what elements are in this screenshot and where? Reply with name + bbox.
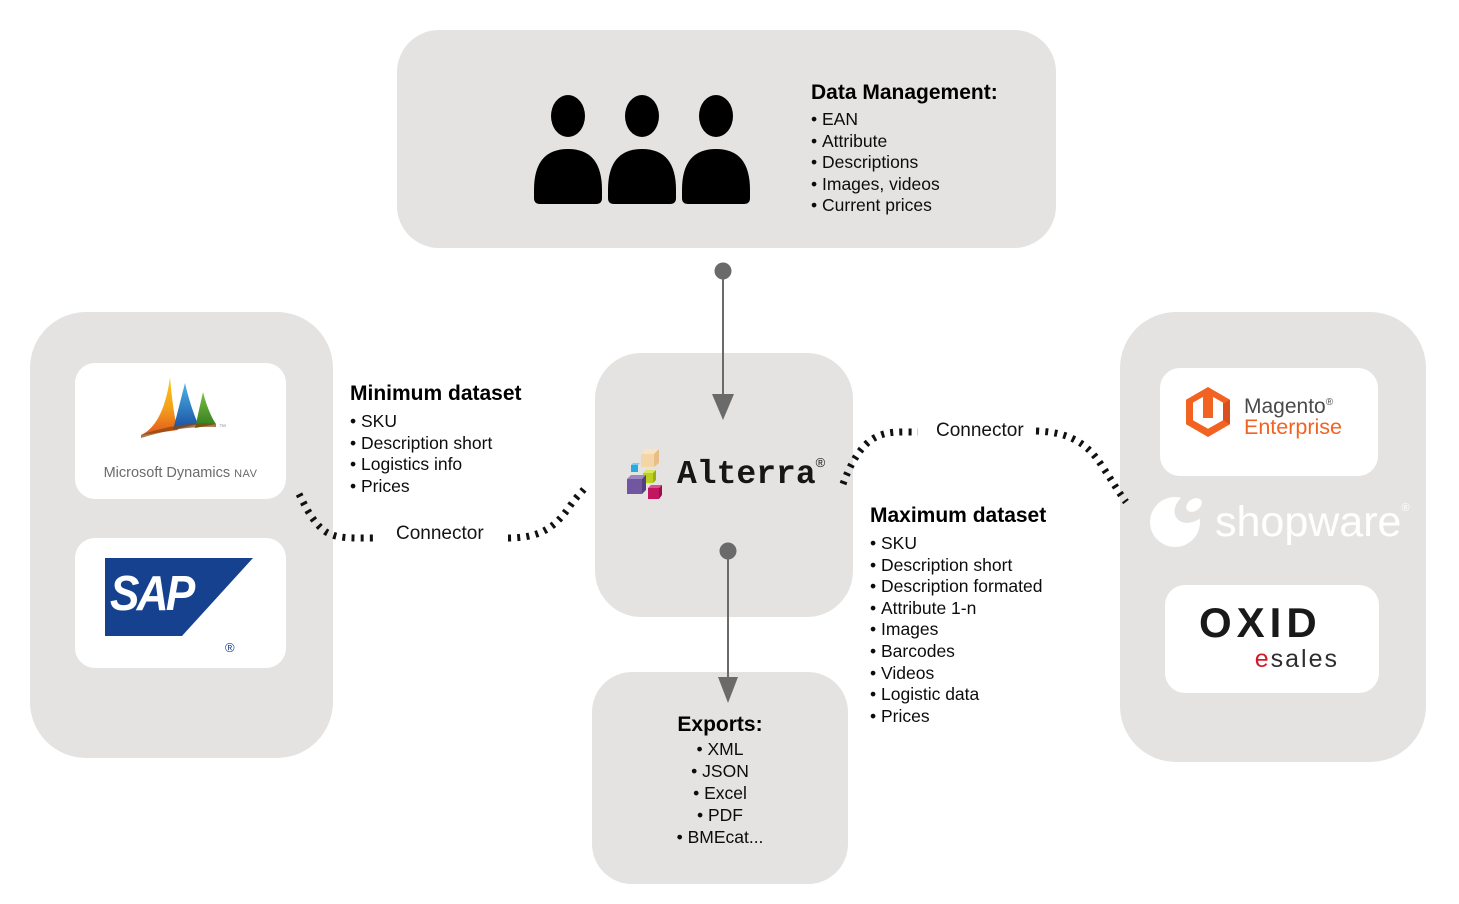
- shopware-wordmark: shopware: [1215, 497, 1402, 546]
- user-head-icon: [625, 95, 659, 137]
- sap-wordmark: SAP: [110, 567, 195, 621]
- magento-wordmark: Magento: [1244, 395, 1326, 418]
- data-management-box: Data Management: EAN Attribute Descripti…: [397, 30, 1056, 248]
- oxid-e-letter: e: [1254, 645, 1271, 673]
- alterra-cubes-icon: [627, 449, 662, 499]
- maximum-dataset-item: Description short: [870, 555, 1110, 577]
- erp-systems-box: ™ Microsoft Dynamics NAV SAP ®: [30, 312, 333, 758]
- magento-registered-mark: ®: [1325, 397, 1334, 408]
- dynamics-swoosh: [141, 423, 216, 438]
- minimum-dataset-item: Description short: [350, 433, 580, 455]
- data-management-item: EAN: [811, 109, 1041, 131]
- sap-registered-mark: ®: [225, 640, 235, 655]
- shop-systems-box: Magento® Enterprise shopware ® OXID esal…: [1120, 312, 1426, 762]
- maximum-dataset: Maximum dataset SKU Description short De…: [870, 503, 1110, 727]
- dynamics-tm-mark: ™: [219, 424, 226, 431]
- data-management-item: Descriptions: [811, 152, 1041, 174]
- maximum-dataset-item: Prices: [870, 706, 1110, 728]
- data-management-title: Data Management:: [811, 81, 998, 104]
- maximum-dataset-item: Images: [870, 619, 1110, 641]
- exports-item: XML: [592, 738, 848, 760]
- data-management-item: Images, videos: [811, 174, 1041, 196]
- data-management-item: Current prices: [811, 195, 1041, 217]
- exports-item: BMEcat...: [592, 826, 848, 848]
- dynamics-logo-icon: ™: [141, 377, 226, 438]
- oxid-esales-label: esales: [1255, 645, 1339, 674]
- exports-title: Exports:: [677, 713, 763, 736]
- dynamics-sail-orange: [141, 377, 178, 435]
- alterra-box: Alterra ®: [595, 353, 853, 617]
- dynamics-sail-green: [195, 392, 216, 428]
- minimum-dataset-item: Logistics info: [350, 454, 580, 476]
- oxid-card: OXID esales: [1165, 585, 1379, 693]
- cube-cyan: [631, 463, 640, 472]
- alterra-registered-mark: ®: [815, 454, 826, 470]
- user-body-icon: [682, 149, 750, 204]
- alterra-wordmark: Alterra: [677, 455, 816, 493]
- oxid-wordmark: OXID: [1199, 599, 1322, 646]
- dynamics-logo-text: Microsoft Dynamics NAV: [75, 465, 286, 481]
- exports-item: PDF: [592, 804, 848, 826]
- minimum-dataset-title: Minimum dataset: [350, 382, 522, 405]
- arrow-top-start-dot: [714, 262, 732, 280]
- minimum-dataset-item: SKU: [350, 411, 580, 433]
- magento-card: Magento® Enterprise: [1160, 368, 1378, 476]
- cube-purple: [627, 475, 646, 494]
- cube-green: [643, 470, 656, 483]
- maximum-dataset-item: Barcodes: [870, 641, 1110, 663]
- dynamics-wordmark: Microsoft Dynamics: [103, 465, 231, 481]
- connector-right-label: Connector: [936, 420, 1024, 441]
- minimum-dataset-item: Prices: [350, 476, 580, 498]
- data-management-text: Data Management: EAN Attribute Descripti…: [811, 80, 1041, 217]
- exports-item: JSON: [592, 760, 848, 782]
- shopware-icon: [1150, 493, 1206, 547]
- shopware-logo: shopware ®: [1148, 490, 1410, 554]
- magento-logo-text: Magento® Enterprise: [1244, 392, 1342, 438]
- user-head-icon: [551, 95, 585, 137]
- user-head-icon: [699, 95, 733, 137]
- dynamics-nav-wordmark: NAV: [234, 468, 258, 480]
- maximum-dataset-item: Videos: [870, 663, 1110, 685]
- dynamics-sail-blue: [173, 383, 198, 430]
- connector-right-curve-a: [839, 428, 919, 486]
- user-body-icon: [534, 149, 602, 204]
- sap-card: SAP ®: [75, 538, 286, 668]
- maximum-dataset-item: SKU: [870, 533, 1110, 555]
- exports-item: Excel: [592, 782, 848, 804]
- cube-tan: [641, 449, 659, 467]
- minimum-dataset: Minimum dataset SKU Description short Lo…: [350, 381, 580, 497]
- shopware-registered-mark: ®: [1401, 502, 1410, 514]
- exports-box: Exports: XML JSON Excel PDF BMEcat...: [592, 672, 848, 884]
- cube-magenta: [648, 485, 662, 499]
- users-icon: [534, 95, 750, 204]
- magento-enterprise-label: Enterprise: [1244, 415, 1342, 439]
- maximum-dataset-item: Logistic data: [870, 684, 1110, 706]
- user-body-icon: [608, 149, 676, 204]
- magento-logo-icon: [1186, 387, 1230, 437]
- dynamics-nav-card: ™ Microsoft Dynamics NAV: [75, 363, 286, 499]
- oxid-sales-letters: sales: [1270, 645, 1339, 673]
- connector-left-label: Connector: [396, 523, 484, 544]
- sap-logo: SAP: [105, 558, 253, 636]
- maximum-dataset-item: Description formated: [870, 576, 1110, 598]
- maximum-dataset-item: Attribute 1-n: [870, 598, 1110, 620]
- maximum-dataset-title: Maximum dataset: [870, 504, 1047, 527]
- exports-text: Exports: XML JSON Excel PDF BMEcat...: [592, 712, 848, 848]
- alterra-logo: Alterra ®: [625, 447, 825, 501]
- connector-right-curve-b: [1035, 427, 1129, 505]
- data-management-item: Attribute: [811, 131, 1041, 153]
